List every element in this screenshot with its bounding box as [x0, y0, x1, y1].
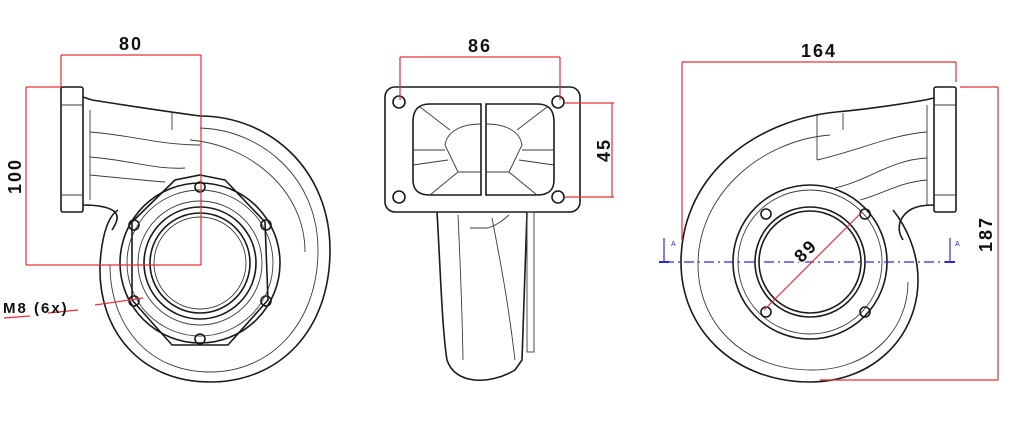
- dim-label-100: 100: [5, 158, 25, 194]
- dim-100: 100: [5, 86, 201, 266]
- volute-outline-rear: [680, 111, 919, 383]
- dim-86: 86: [399, 36, 561, 100]
- port-left: [412, 103, 482, 196]
- dim-label-89: 89: [790, 235, 821, 266]
- bolt-holes: [128, 181, 272, 345]
- section-marker-right: A: [945, 238, 960, 263]
- bore-inner: [149, 212, 251, 314]
- dim-label-86: 86: [468, 36, 492, 56]
- dim-label-187: 187: [976, 216, 996, 252]
- bore-outer: [143, 206, 257, 320]
- outlet-flange-rear: [933, 86, 957, 213]
- dim-89: 89: [763, 211, 863, 311]
- bolt-callout-label: M8 (6x): [3, 300, 69, 317]
- front-view-left: 80 100 M8 (6x): [3, 34, 331, 383]
- dim-45: 45: [565, 102, 614, 198]
- outlet-flange: [60, 86, 84, 213]
- dim-label-164: 164: [801, 41, 837, 61]
- turbine-flange: [384, 86, 581, 213]
- dim-label-45: 45: [594, 138, 614, 162]
- mounting-ring-outer: [119, 182, 281, 344]
- flange-view-center: 86 45: [384, 36, 614, 381]
- port-right: [485, 103, 555, 196]
- housing-body-side: [436, 211, 528, 381]
- callout-m8: M8 (6x): [3, 297, 144, 319]
- svg-text:A: A: [671, 241, 676, 248]
- svg-text:A: A: [955, 241, 960, 248]
- dim-187: 187: [820, 86, 999, 381]
- dim-80: 80: [60, 34, 202, 265]
- rear-view-right: A A 164 187 89: [659, 41, 999, 383]
- dim-label-80: 80: [119, 34, 143, 54]
- dim-164: 164: [681, 41, 957, 240]
- section-marker-left: A: [659, 238, 676, 263]
